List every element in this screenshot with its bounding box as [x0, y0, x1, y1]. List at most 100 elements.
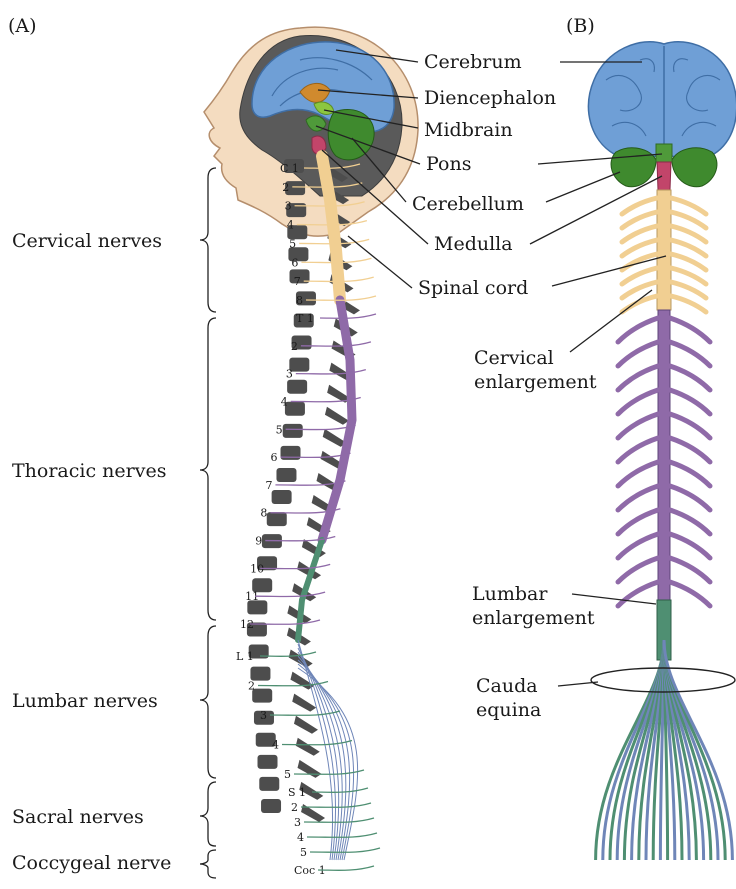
vertebral-body [259, 777, 279, 791]
thoracic-nerve-b [618, 438, 658, 462]
nerve-number-cervical: 2 [282, 181, 289, 194]
nerve-number-thoracic: 2 [291, 340, 298, 353]
region-label-sacral: Sacral nerves [12, 806, 144, 828]
label-lumbar-enlargement-1: Lumbar [472, 583, 548, 605]
nerve-number-lumbar: 3 [260, 709, 267, 722]
nerve-number-thoracic: 9 [255, 535, 262, 548]
cervical-nerve-b [622, 296, 657, 312]
panel-label-b: (B) [566, 15, 595, 37]
vertebral-body [258, 755, 278, 769]
thoracic-nerve-b [670, 390, 710, 414]
label-lumbar-enlargement-2: enlargement [472, 607, 595, 629]
nerve-number-lumbar: L 1 [236, 650, 254, 663]
thoracic-nerve-b [670, 342, 710, 366]
label-diencephalon: Diencephalon [424, 87, 556, 109]
spinal-nerve-a [301, 803, 371, 807]
thoracic-nerve-b [618, 366, 658, 390]
nerve-number-thoracic: 3 [286, 368, 293, 381]
nerve-number-cervical: 5 [289, 237, 296, 250]
spinous-process [298, 760, 322, 778]
thoracic-nerve-b [618, 414, 658, 438]
thoracic-nerve-b [618, 390, 658, 414]
thoracic-nerve-b [618, 558, 658, 582]
label-cervical-enlargement-1: Cervical [474, 347, 554, 369]
nerve-number-cervical: 8 [296, 294, 303, 307]
thoracic-nerve-b [670, 510, 710, 534]
cauda-fiber-a [298, 660, 350, 860]
vertebral-body [252, 689, 272, 703]
brain-dorsal [588, 42, 736, 190]
nerve-number-cervical: 4 [287, 219, 294, 232]
spinous-process [292, 694, 316, 712]
thoracic-nerve-b [670, 558, 710, 582]
nerve-number-lumbar: 4 [272, 739, 279, 752]
nerve-number-sacral: 3 [294, 816, 301, 829]
brace-coccygeal [200, 850, 216, 878]
label-cervical-enlargement-2: enlargement [474, 371, 597, 393]
thoracic-nerve-b [670, 414, 710, 438]
nerve-number-thoracic: 7 [265, 479, 272, 492]
spinal-cord-b [596, 190, 733, 860]
spinal-nerve-a [320, 314, 376, 318]
vertebral-body [267, 512, 287, 526]
label-cauda-equina-1: Cauda [476, 675, 538, 697]
thoracic-nerve-b [618, 342, 658, 366]
region-braces [200, 168, 216, 878]
vertebral-body [283, 424, 303, 438]
nerve-number-thoracic: 5 [276, 423, 283, 436]
nerve-number-thoracic: 6 [271, 451, 278, 464]
nerve-number-cervical: 7 [294, 275, 301, 288]
thoracic-nerve-b [618, 318, 658, 342]
thoracic-nerve-b [618, 462, 658, 486]
nerve-number-sacral: S 1 [288, 786, 306, 799]
thoracic-nerve-b [670, 318, 710, 342]
thoracic-nerve-b [670, 462, 710, 486]
vertebral-body [272, 490, 292, 504]
region-label-lumbar: Lumbar nerves [12, 690, 158, 712]
brace-thoracic [200, 318, 216, 620]
brace-cervical [200, 168, 216, 312]
nerve-number-cervical: 6 [291, 256, 298, 269]
label-midbrain: Midbrain [424, 119, 513, 141]
nerve-number-lumbar: 5 [284, 768, 291, 781]
cerebrum-region-b [588, 42, 736, 159]
vertebral-body [287, 380, 307, 394]
spinous-process [325, 407, 349, 425]
nerve-number-thoracic: 8 [260, 507, 267, 520]
cervical-nerve-b [671, 296, 706, 312]
cervical-cord-b [657, 190, 671, 310]
label-cerebrum: Cerebrum [424, 51, 522, 73]
region-label-cervical: Cervical nerves [12, 230, 162, 252]
spinal-nerve-a [318, 866, 374, 870]
panel-label-a: (A) [8, 15, 37, 37]
spinal-nerve-a [312, 788, 368, 792]
brace-lumbar [200, 626, 216, 778]
spinal-nerve-a [250, 620, 320, 624]
thoracic-nerve-b [670, 582, 710, 606]
region-label-thoracic: Thoracic nerves [12, 460, 166, 482]
nerve-number-lumbar: 2 [248, 680, 255, 693]
thoracic-nerve-b [618, 486, 658, 510]
thoracic-nerve-b [670, 438, 710, 462]
spinous-process [296, 738, 320, 756]
spinal-nerve-a [310, 848, 380, 852]
vertebral-body [285, 402, 305, 416]
thoracic-nerve-b [618, 510, 658, 534]
thoracic-nerve-b [618, 534, 658, 558]
label-cerebellum: Cerebellum [412, 193, 524, 215]
vertebral-body [261, 799, 281, 813]
nerve-number-sacral: 5 [300, 846, 307, 859]
nerve-number-sacral: 4 [297, 831, 304, 844]
spinous-process [294, 716, 318, 734]
nerve-number-sacral: 2 [291, 801, 298, 814]
nerve-number-thoracic: T 1 [296, 312, 314, 325]
pons-region-b [656, 144, 672, 162]
brace-sacral [200, 782, 216, 846]
vertebral-body [276, 468, 296, 482]
thoracic-nerve-b [670, 534, 710, 558]
label-pons: Pons [426, 153, 471, 175]
thoracic-nerve-b [670, 366, 710, 390]
nerve-number-thoracic: 4 [281, 395, 288, 408]
